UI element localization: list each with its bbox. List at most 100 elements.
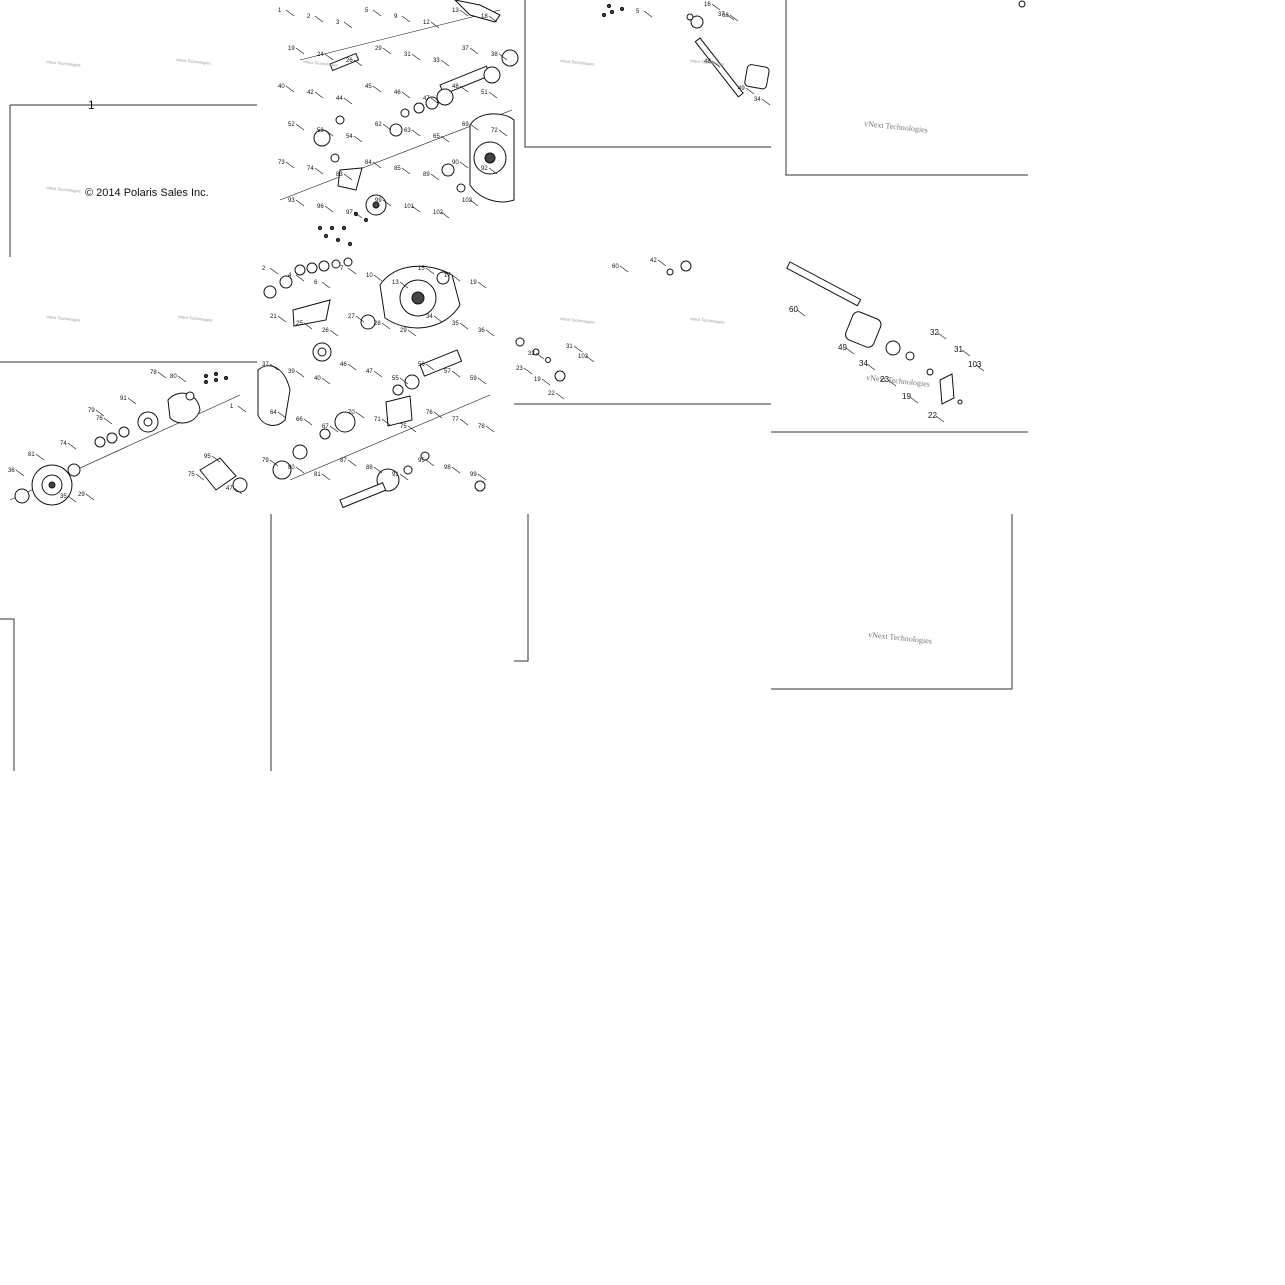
callout-label: 99	[470, 472, 477, 478]
leader-line	[103, 417, 113, 425]
leader-line	[399, 377, 409, 385]
callout-label: 54	[346, 134, 353, 140]
callout-label: 103	[462, 198, 473, 204]
callout-label: 85	[394, 166, 401, 172]
leader-line	[324, 53, 334, 61]
leader-line	[347, 363, 357, 371]
leader-line	[314, 15, 324, 23]
callout-label: 22	[928, 411, 937, 420]
leader-line	[401, 167, 411, 175]
callout-label: 36	[478, 328, 485, 334]
callout-label: 88	[366, 465, 373, 471]
leader-line	[469, 199, 479, 207]
leader-line	[430, 97, 440, 105]
leader-line	[937, 332, 947, 340]
leader-line	[85, 493, 95, 501]
leader-line	[343, 21, 353, 29]
callout-label: 40	[278, 84, 285, 90]
leader-line	[295, 123, 305, 131]
callout-label: 98	[444, 465, 451, 471]
tile-borders	[0, 0, 1028, 771]
leader-line	[425, 363, 435, 371]
callout-label: 22	[548, 391, 555, 397]
callout-label: 78	[150, 370, 157, 376]
tile-top-left: 1 © 2014 Polaris Sales Inc. vNext Techno…	[46, 57, 213, 323]
leader-line	[353, 59, 363, 67]
leader-line	[711, 3, 721, 11]
callout-label: 76	[96, 416, 103, 422]
leader-line	[498, 129, 508, 137]
leader-line	[909, 396, 919, 404]
callout-label: 83	[336, 172, 343, 178]
callout-label: 42	[650, 258, 657, 264]
leader-line	[399, 281, 409, 289]
callout-label: 74	[307, 166, 314, 172]
callout-label: 40	[314, 376, 321, 382]
leader-line	[285, 161, 295, 169]
callout-label: 1	[230, 404, 234, 410]
callout-label: 9	[394, 14, 398, 20]
callout-label: 2	[262, 266, 266, 272]
leader-line	[237, 405, 247, 413]
leader-line	[866, 363, 876, 371]
leader-line	[451, 370, 461, 378]
callout-label: 80	[288, 465, 295, 471]
callout-label: 67	[322, 424, 329, 430]
callout-label: 91	[120, 396, 127, 402]
watermark-2: vNext Technologies	[176, 57, 211, 66]
callout-label: 97	[346, 210, 353, 216]
leader-line	[451, 466, 461, 474]
callout-label: 46	[340, 362, 347, 368]
callout-label: 7	[340, 266, 344, 272]
leader-line	[269, 459, 279, 467]
callout-label: 87	[340, 458, 347, 464]
callout-label: 38	[491, 52, 498, 58]
callout-label: 69	[462, 122, 469, 128]
callout-label: 33	[433, 58, 440, 64]
leader-line	[382, 123, 392, 131]
callout-label: 27	[348, 314, 355, 320]
callout-label: 4	[288, 273, 292, 279]
leader-line	[488, 91, 498, 99]
watermark-c2: vNext Technologies	[690, 58, 725, 67]
leader-line	[321, 473, 331, 481]
leader-line	[451, 274, 461, 282]
watermark-c1: vNext Technologies	[560, 58, 595, 67]
callout-label: 93	[288, 198, 295, 204]
leader-line	[15, 469, 25, 477]
leader-line	[295, 370, 305, 378]
leader-line	[277, 315, 287, 323]
callout-label: 42	[307, 90, 314, 96]
callout-label: 52	[288, 122, 295, 128]
leader-line	[619, 265, 629, 273]
leader-line	[343, 173, 353, 181]
leader-line	[67, 442, 77, 450]
leader-line	[353, 135, 363, 143]
callout-label: 49	[838, 343, 847, 352]
exploded-view-lower: 2467101315171921252627282934353637394046…	[257, 257, 495, 509]
copyright-text: © 2014 Polaris Sales Inc.	[85, 187, 209, 199]
leader-line	[935, 415, 945, 423]
leader-line	[35, 453, 45, 461]
leader-line	[729, 14, 739, 22]
watermark-c4: vNext Technologies	[690, 316, 725, 325]
callout-label: 19	[534, 377, 541, 383]
callout-label: 31	[404, 52, 411, 58]
callout-label: 5	[365, 8, 369, 14]
callout-label: 32	[930, 328, 939, 337]
callout-label: 65	[433, 134, 440, 140]
leader-line	[498, 53, 508, 61]
callout-label: 96	[317, 204, 324, 210]
callout-label: 84	[365, 160, 372, 166]
leader-line	[657, 259, 667, 267]
callout-label: 66	[296, 417, 303, 423]
leader-line	[127, 397, 137, 405]
callout-label: 95	[204, 454, 211, 460]
leader-line	[372, 9, 382, 17]
callout-label: 47	[366, 369, 373, 375]
leader-line	[314, 91, 324, 99]
callout-label: 80	[170, 374, 177, 380]
callout-label: 13	[452, 8, 459, 14]
